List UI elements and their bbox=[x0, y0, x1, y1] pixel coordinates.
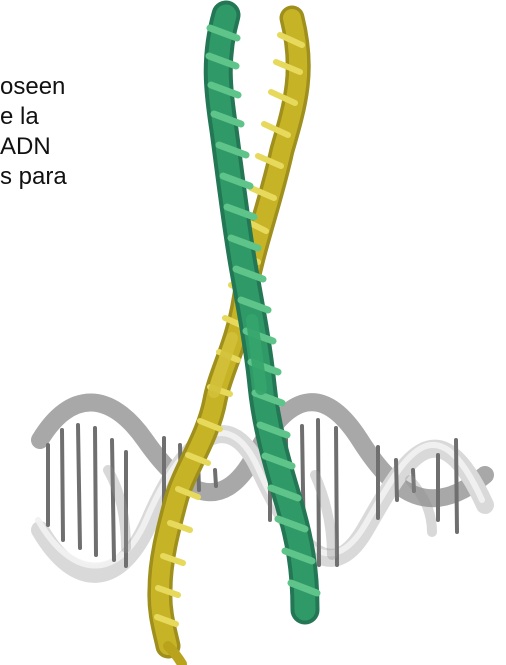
figure-scene: oseen e la ADN s para bbox=[0, 0, 506, 665]
protein-dna-illustration bbox=[0, 0, 506, 665]
